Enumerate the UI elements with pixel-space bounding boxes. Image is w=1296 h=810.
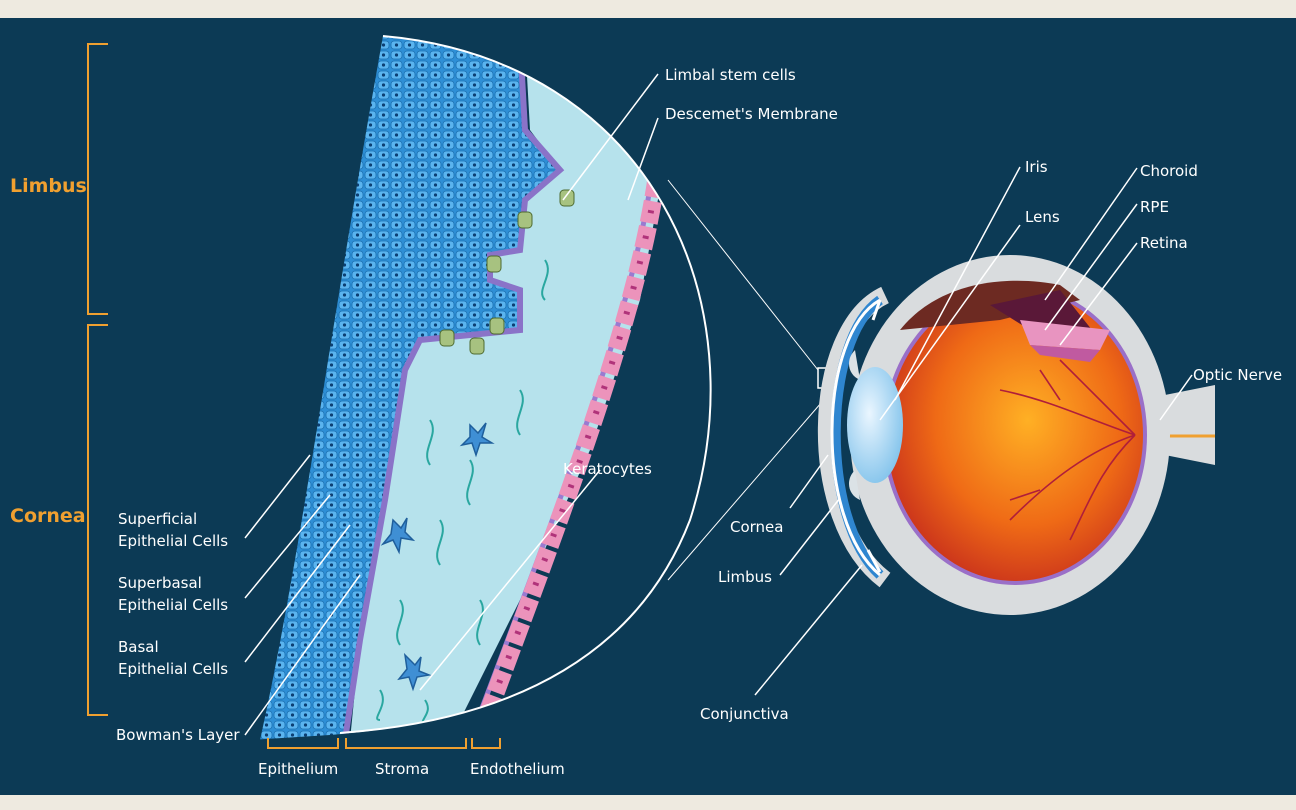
label-optic-nerve: Optic Nerve xyxy=(1193,366,1282,384)
detail-leaders xyxy=(244,73,659,736)
cornea-section-label: Cornea xyxy=(10,505,86,527)
label-lens: Lens xyxy=(1025,208,1060,226)
label-limbal-stem-cells: Limbal stem cells xyxy=(665,66,796,84)
label-conjunctiva: Conjunctiva xyxy=(700,705,789,723)
label-descemets-membrane: Descemet's Membrane xyxy=(665,105,838,123)
label-basal-line2: Epithelial Cells xyxy=(118,660,228,678)
bowmans-layer xyxy=(342,39,565,740)
label-iris: Iris xyxy=(1025,158,1048,176)
epithelium-layer xyxy=(260,36,560,740)
eye-leaders xyxy=(754,166,1193,696)
eyeball xyxy=(817,255,1215,615)
label-superficial-line2: Epithelial Cells xyxy=(118,532,228,550)
label-limbus: Limbus xyxy=(718,568,772,586)
magnifier-outline xyxy=(339,35,712,734)
lens xyxy=(847,367,903,483)
keratocyte-cells xyxy=(380,422,495,692)
label-cornea: Cornea xyxy=(730,518,783,536)
label-superbasal-line1: Superbasal xyxy=(118,574,202,592)
label-retina: Retina xyxy=(1140,234,1188,252)
label-epithelium: Epithelium xyxy=(258,760,338,778)
stroma-layer xyxy=(350,40,665,740)
limbus-section-label: Limbus xyxy=(10,175,87,197)
label-rpe: RPE xyxy=(1140,198,1169,216)
label-choroid: Choroid xyxy=(1140,162,1198,180)
label-endothelium: Endothelium xyxy=(470,760,565,778)
label-keratocytes: Keratocytes xyxy=(563,460,652,478)
cornea-bracket xyxy=(87,324,108,716)
label-superbasal-line2: Epithelial Cells xyxy=(118,596,228,614)
label-superficial-line1: Superficial xyxy=(118,510,197,528)
layer-brackets xyxy=(267,738,501,749)
label-basal-line1: Basal xyxy=(118,638,159,656)
corneal-detail xyxy=(260,35,712,740)
eye-interior xyxy=(887,289,1143,581)
limbus-bracket xyxy=(87,43,108,315)
iris xyxy=(848,350,860,500)
label-bowmans-layer: Bowman's Layer xyxy=(116,726,240,744)
limbal-stem-cells xyxy=(439,189,575,355)
retinal-vessels xyxy=(999,359,1136,541)
label-stroma: Stroma xyxy=(375,760,429,778)
stroma-fibres xyxy=(376,259,549,731)
